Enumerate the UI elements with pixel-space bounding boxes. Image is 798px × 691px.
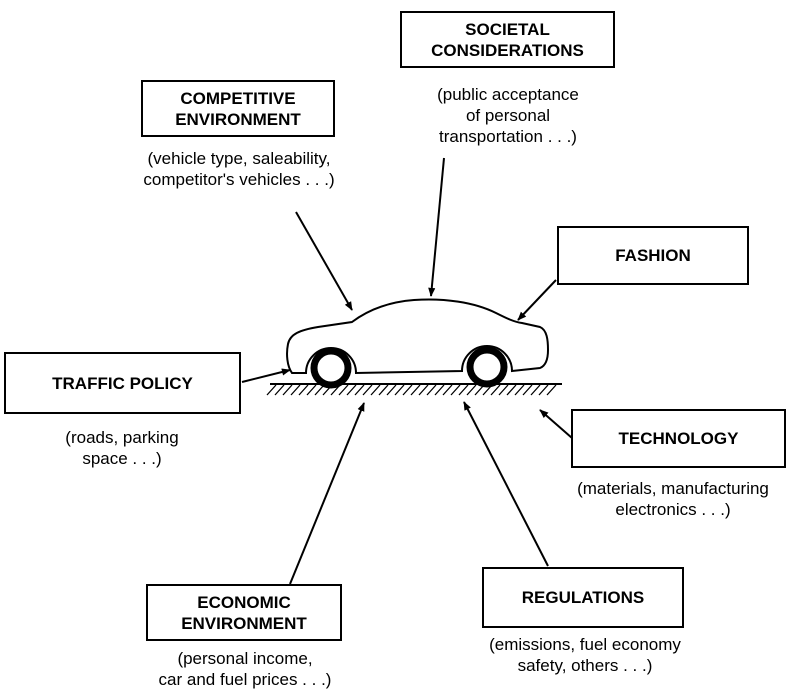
competitive-note-line-2: competitor's vehicles . . .) — [143, 170, 335, 189]
ground-hatch-line — [282, 384, 293, 396]
societal-considerations-box: SOCIETAL CONSIDERATIONS — [400, 11, 615, 68]
ground-hatch-line — [530, 384, 541, 396]
regulations-title: REGULATIONS — [521, 588, 645, 607]
arrow-regulations — [463, 401, 549, 567]
ground-hatch-line — [426, 384, 437, 396]
traffic-title: TRAFFIC POLICY — [52, 373, 193, 393]
regulations-note: (emissions, fuel economy safety, others … — [455, 634, 715, 676]
competitive-note: (vehicle type, saleability, competitor's… — [128, 148, 350, 190]
arrow-traffic — [241, 368, 291, 383]
ground-hatch-line — [514, 384, 525, 396]
ground-hatch-line — [314, 384, 325, 396]
arrow-fashion — [517, 279, 557, 321]
ground-hatch-line — [394, 384, 405, 396]
ground-hatch-line — [490, 384, 501, 396]
ground-hatch-line — [362, 384, 373, 396]
ground-hatch-line — [546, 384, 557, 396]
regulations-note-line-1: (emissions, fuel economy — [489, 635, 681, 654]
car-rear-wheel-icon — [310, 347, 352, 389]
arrow-competitive — [295, 211, 353, 311]
competitive-environment-box: COMPETITIVE ENVIRONMENT — [141, 80, 335, 137]
car-icon — [286, 298, 550, 389]
ground-hatch-line — [538, 384, 549, 396]
economic-title-line-2: ENVIRONMENT — [181, 613, 307, 633]
traffic-policy-box: TRAFFIC POLICY — [4, 352, 241, 414]
ground-hatch-line — [498, 384, 509, 396]
societal-note-line-1: (public acceptance — [437, 85, 579, 104]
ground-hatch-line — [450, 384, 461, 396]
technology-note-line-1: (materials, manufacturing — [577, 479, 769, 498]
economic-title-line-1: ECONOMIC — [197, 592, 291, 612]
technology-title: TECHNOLOGY — [618, 429, 739, 448]
technology-note: (materials, manufacturing electronics . … — [550, 478, 796, 520]
traffic-note: (roads, parking space . . .) — [22, 427, 222, 469]
competitive-title-line-1: COMPETITIVE — [180, 88, 296, 108]
ground-hatch-line — [466, 384, 477, 396]
fashion-box: FASHION — [557, 226, 749, 285]
arrow-technology — [539, 409, 573, 439]
societal-note-line-2: of personal — [465, 106, 551, 125]
technology-box: TECHNOLOGY — [571, 409, 786, 468]
competitive-note-line-1: (vehicle type, saleability, — [147, 149, 331, 168]
ground-hatch-line — [458, 384, 469, 396]
arrow-societal — [428, 157, 445, 297]
ground-hatch-line — [402, 384, 413, 396]
competitive-title-line-2: ENVIRONMENT — [175, 109, 301, 129]
economic-note-line-1: (personal income, — [177, 649, 313, 668]
technology-note-line-2: electronics . . .) — [615, 500, 731, 519]
economic-environment-box: ECONOMIC ENVIRONMENT — [146, 584, 342, 641]
traffic-note-line-2: space . . .) — [82, 449, 162, 468]
ground-hatch-line — [410, 384, 421, 396]
ground-hatch-line — [378, 384, 389, 396]
societal-note-line-3: transportation . . .) — [439, 127, 577, 146]
economic-note: (personal income, car and fuel prices . … — [120, 648, 370, 690]
regulations-box: REGULATIONS — [482, 567, 684, 628]
regulations-note-line-2: safety, others . . .) — [517, 656, 653, 675]
ground-hatch-line — [442, 384, 453, 396]
ground — [266, 383, 562, 396]
ground-hatch-line — [298, 384, 309, 396]
ground-hatch-line — [290, 384, 301, 396]
ground-hatch-line — [418, 384, 429, 396]
ground-hatch-line — [266, 384, 277, 396]
ground-hatch-line — [370, 384, 381, 396]
ground-hatch-line — [346, 384, 357, 396]
ground-hatch-line — [306, 384, 317, 396]
ground-hatch-line — [506, 384, 517, 396]
ground-hatch-line — [338, 384, 349, 396]
ground-hatch-line — [522, 384, 533, 396]
economic-note-line-2: car and fuel prices . . .) — [158, 670, 332, 689]
societal-title-line-1: SOCIETAL — [465, 19, 550, 39]
traffic-note-line-1: (roads, parking — [65, 428, 179, 447]
ground-hatch-line — [274, 384, 285, 396]
ground-hatch-line — [386, 384, 397, 396]
ground-hatch-line — [434, 384, 445, 396]
fashion-title: FASHION — [615, 246, 691, 265]
arrow-economic — [289, 402, 365, 585]
ground-hatch-line — [354, 384, 365, 396]
societal-title-line-2: CONSIDERATIONS — [431, 40, 584, 60]
societal-note: (public acceptance of personal transport… — [408, 84, 608, 147]
car-front-wheel-icon — [466, 346, 508, 388]
